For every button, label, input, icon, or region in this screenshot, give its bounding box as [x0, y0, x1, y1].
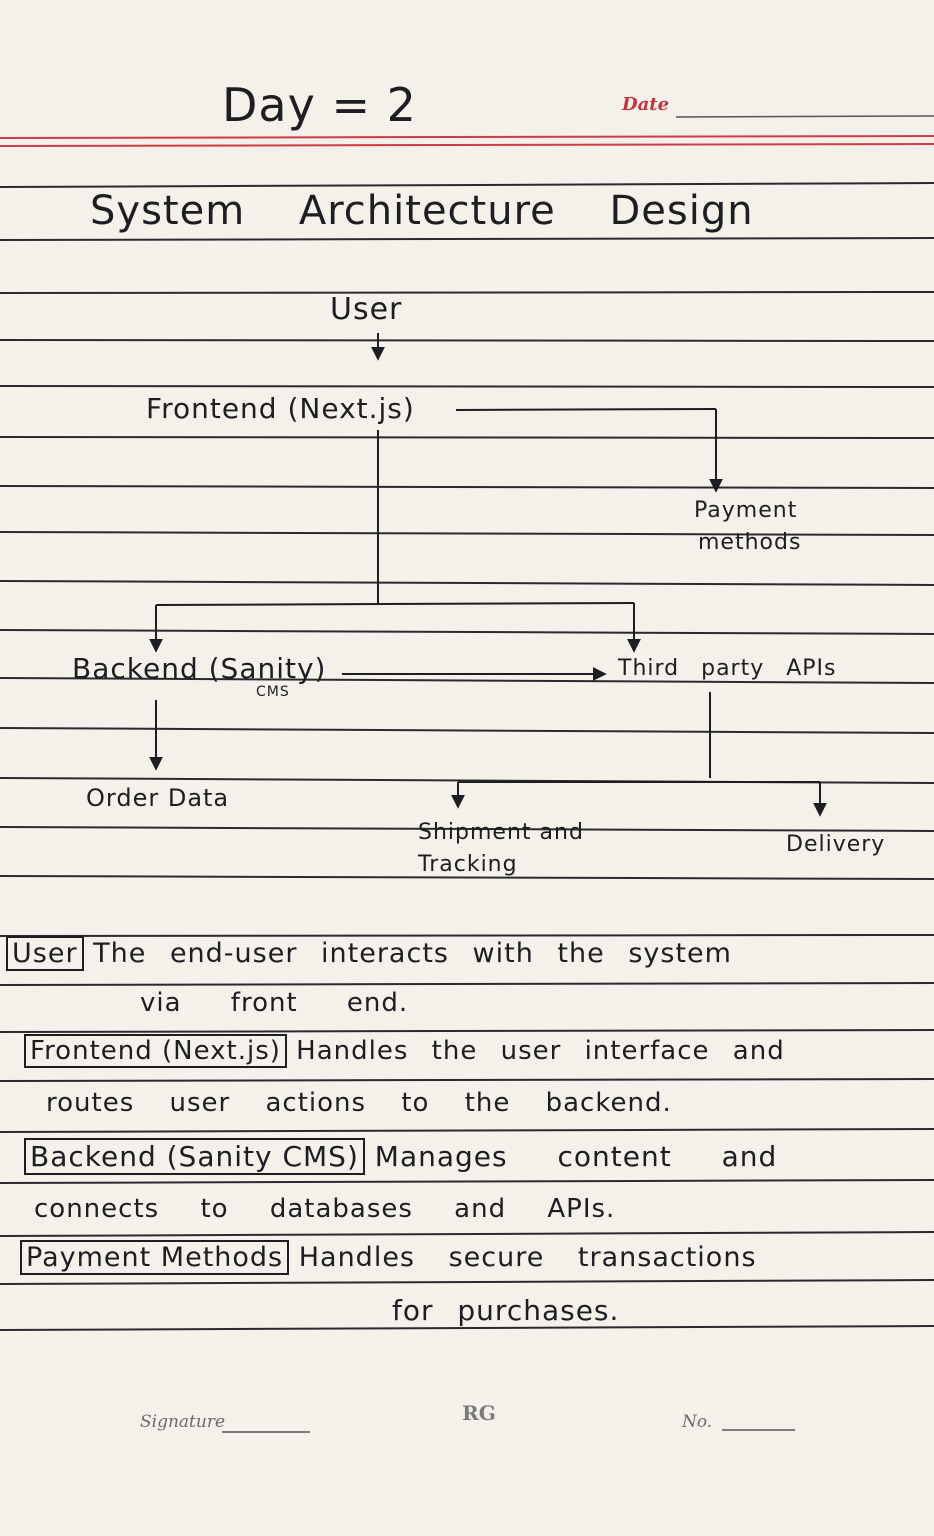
- node-payment-line2: methods: [698, 530, 802, 555]
- node-delivery: Delivery: [786, 832, 886, 857]
- note-frontend-term: Frontend (Next.js): [24, 1034, 287, 1068]
- note-frontend-text2: routes user actions to the backend.: [46, 1088, 672, 1118]
- note-payment-line1: Payment Methods Handles secure transacti…: [20, 1240, 757, 1275]
- note-payment-text2: for purchases.: [392, 1294, 620, 1327]
- note-user-text2: via front end.: [140, 988, 409, 1018]
- note-backend-line1: Backend (Sanity CMS) Manages content and: [24, 1138, 778, 1175]
- page-number-label: No.: [682, 1412, 713, 1432]
- note-frontend-text1: Handles the user interface and: [296, 1036, 785, 1066]
- node-payment-line1: Payment: [694, 498, 798, 523]
- date-label: Date: [622, 94, 670, 115]
- note-user-term: User: [6, 936, 84, 971]
- note-user-text1: The end-user interacts with the system: [93, 938, 732, 969]
- note-backend-term: Backend (Sanity CMS): [24, 1138, 365, 1175]
- note-backend-text1: Manages content and: [374, 1140, 778, 1173]
- node-shipment-line1: Shipment and: [418, 820, 584, 845]
- node-order-data: Order Data: [86, 784, 230, 812]
- node-backend: Backend (Sanity): [72, 652, 327, 685]
- connector-split-h: [155, 602, 635, 606]
- note-payment-term: Payment Methods: [20, 1240, 290, 1275]
- note-user-line1: User The end-user interacts with the sys…: [6, 936, 732, 971]
- note-payment-text1: Handles secure transactions: [298, 1242, 757, 1273]
- node-user: User: [330, 292, 403, 327]
- brand-logo: RG: [462, 1401, 496, 1425]
- page-title: System Architecture Design: [90, 188, 754, 234]
- signature-label: Signature: [140, 1412, 226, 1432]
- node-third-party: Third party APIs: [618, 656, 837, 681]
- node-frontend: Frontend (Next.js): [146, 392, 415, 425]
- connector-frontend-payment-h: [455, 408, 717, 411]
- node-shipment-line2: Tracking: [418, 852, 518, 877]
- note-backend-text2: connects to databases and APIs.: [34, 1194, 616, 1224]
- node-cms: CMS: [256, 684, 290, 700]
- day-title: Day = 2: [222, 78, 417, 132]
- note-frontend-line1: Frontend (Next.js) Handles the user inte…: [24, 1034, 785, 1068]
